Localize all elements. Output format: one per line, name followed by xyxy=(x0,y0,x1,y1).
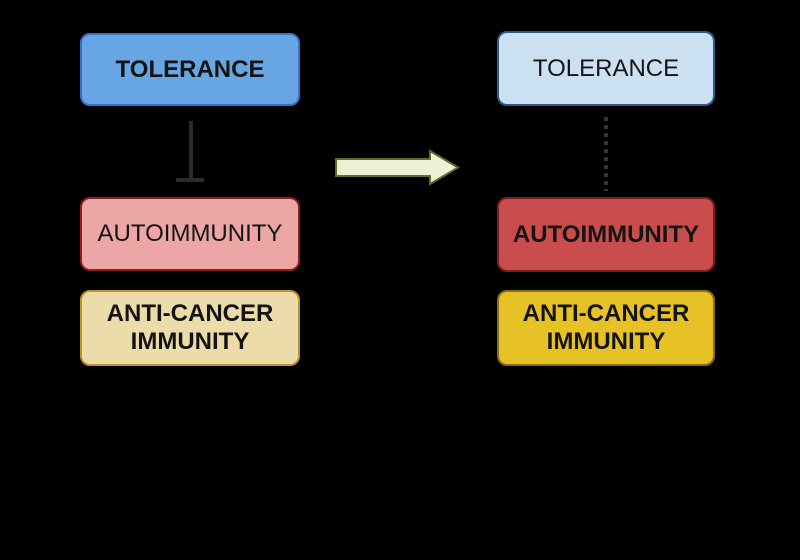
tolerance-box-right: TOLERANCE xyxy=(497,31,715,106)
anticancer-box-right: ANTI-CANCER IMMUNITY xyxy=(497,290,715,366)
autoimmunity-box-left: AUTOIMMUNITY xyxy=(80,197,300,271)
right-arrow-icon xyxy=(335,149,460,186)
right-arrow-shape xyxy=(335,149,460,186)
inhibition-bar-stem xyxy=(189,121,193,179)
tolerance-box-left: TOLERANCE xyxy=(80,33,300,106)
anticancer-box-left: ANTI-CANCER IMMUNITY xyxy=(80,290,300,366)
autoimmunity-box-right: AUTOIMMUNITY xyxy=(497,197,715,272)
inhibition-bar-cap xyxy=(176,178,204,182)
dotted-connector-line xyxy=(604,117,608,191)
